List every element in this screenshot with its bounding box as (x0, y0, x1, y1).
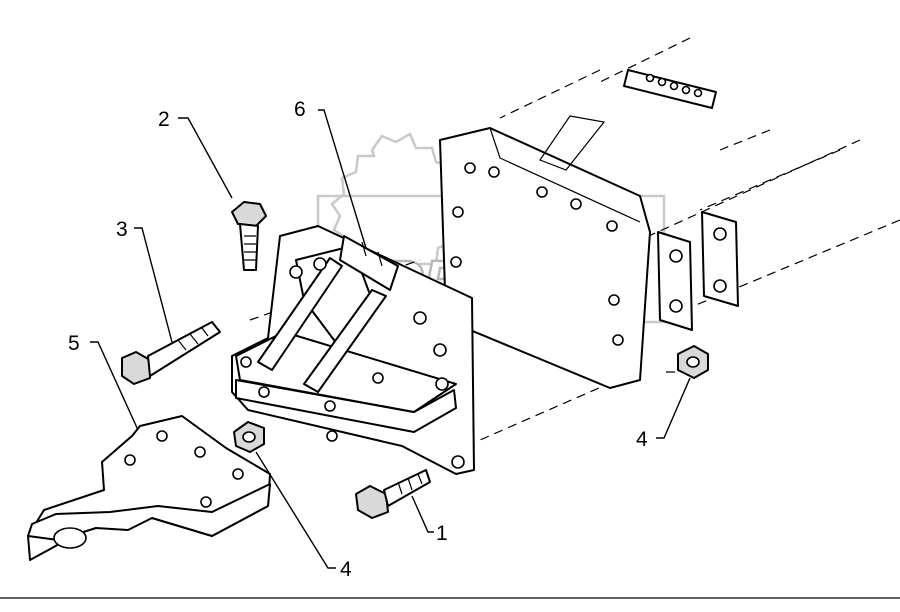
hex-nut-right (677, 345, 709, 379)
leader-4-center (255, 451, 336, 569)
leader-1 (411, 495, 434, 533)
bolt-bottom (355, 469, 431, 519)
callout-3: 3 (116, 218, 128, 241)
callout-2: 2 (158, 108, 170, 131)
leader-lines (90, 109, 691, 569)
callout-5: 5 (68, 332, 80, 355)
callout-4-center: 4 (340, 558, 352, 581)
bolt-horizontal (121, 321, 221, 385)
shim-plate (339, 235, 399, 291)
leader-6 (318, 109, 367, 249)
leader-2 (178, 117, 233, 199)
watermark-gear-outline (330, 132, 464, 284)
bolt-vertical (231, 201, 267, 271)
callout-1: 1 (436, 522, 448, 545)
callout-6: 6 (294, 98, 306, 121)
callout-labels: 2 3 5 6 1 4 4 (68, 98, 648, 581)
tow-hitch-bracket (231, 225, 475, 475)
spacer-plates (657, 211, 739, 331)
leader-4-right (656, 377, 691, 439)
leader-3 (134, 227, 173, 343)
rear-mounting-plate (439, 115, 651, 389)
leader-5 (90, 341, 139, 431)
hex-nut-center (233, 421, 265, 453)
tow-eye-plate (27, 415, 271, 561)
connector-strip (623, 69, 717, 109)
callout-4-right: 4 (636, 428, 648, 451)
